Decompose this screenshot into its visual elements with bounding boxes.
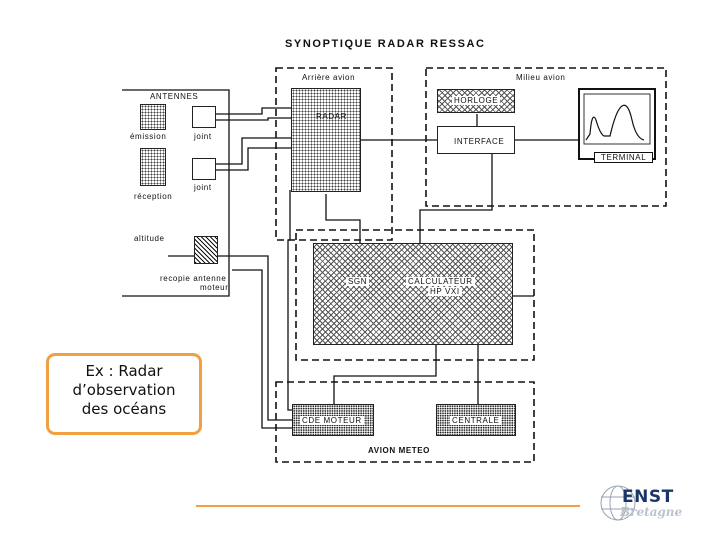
group-label-milieu: Milieu avion xyxy=(514,73,568,82)
horloge-label: HORLOGE xyxy=(452,96,501,105)
example-line-3: des océans xyxy=(81,400,167,418)
joint-1-box xyxy=(192,106,216,128)
recopie-label-line2: moteur xyxy=(200,283,229,292)
wire-altitude xyxy=(168,255,292,421)
reception-antenna xyxy=(140,148,166,186)
wire-joint2-radar-2 xyxy=(216,147,291,171)
wire-radar-calc xyxy=(325,194,361,244)
cde-moteur-label: CDE MOTEUR xyxy=(300,416,364,425)
joint-1-label: joint xyxy=(194,132,212,141)
recopie-label-line1: recopie antenne xyxy=(160,274,227,283)
emission-label: émission xyxy=(130,132,167,141)
wire-interface-calc xyxy=(419,154,493,244)
wire-joint2-radar xyxy=(216,137,291,165)
emission-antenna xyxy=(140,104,166,130)
terminal-screen-curve xyxy=(583,93,651,145)
interface-label: INTERFACE xyxy=(452,137,507,146)
logo-name: ENST xyxy=(622,487,674,507)
centrale-label: CENTRALE xyxy=(450,416,502,425)
recopie-antenne-box xyxy=(194,236,218,264)
group-frame-milieu xyxy=(425,67,667,207)
reception-label: réception xyxy=(134,192,173,201)
group-label-arriere: Arrière avion xyxy=(300,73,358,82)
terminal-box xyxy=(578,88,656,160)
wire-joint1-radar xyxy=(216,107,291,115)
wire-joint1-radar-2 xyxy=(216,117,291,121)
joint-2-box xyxy=(192,158,216,180)
diagram-title: SYNOPTIQUE RADAR RESSAC xyxy=(285,38,486,50)
example-note: Ex : Radar d’observation des océans xyxy=(46,353,202,435)
sgn-label: SGN xyxy=(346,277,370,286)
group-frame-central xyxy=(295,229,535,361)
joint-2-label: joint xyxy=(194,183,212,192)
group-frame-avion-meteo xyxy=(275,381,535,463)
calculateur-label-line2: HP VXI xyxy=(428,287,462,296)
radar-box xyxy=(291,88,361,192)
radar-label: RADAR xyxy=(316,112,348,121)
calculateur-label-line1: CALCULATEUR xyxy=(406,277,475,286)
antennes-panel-frame xyxy=(122,89,230,297)
example-line-1: Ex : Radar xyxy=(85,362,163,380)
altitude-label: altitude xyxy=(134,234,165,243)
logo-subtitle: Bretagne xyxy=(620,505,683,519)
wire-radar-cde xyxy=(287,190,292,411)
group-label-avion-meteo: AVION METEO xyxy=(366,446,433,455)
wire-recopie xyxy=(232,269,292,429)
example-line-2: d’observation xyxy=(72,381,176,399)
logo-globe xyxy=(600,485,636,521)
wire-calc-cde xyxy=(333,344,437,404)
antennes-title: ANTENNES xyxy=(150,92,199,101)
calculateur-box xyxy=(313,243,513,345)
group-frame-arriere xyxy=(275,67,393,241)
terminal-label: TERMINAL xyxy=(594,152,654,163)
